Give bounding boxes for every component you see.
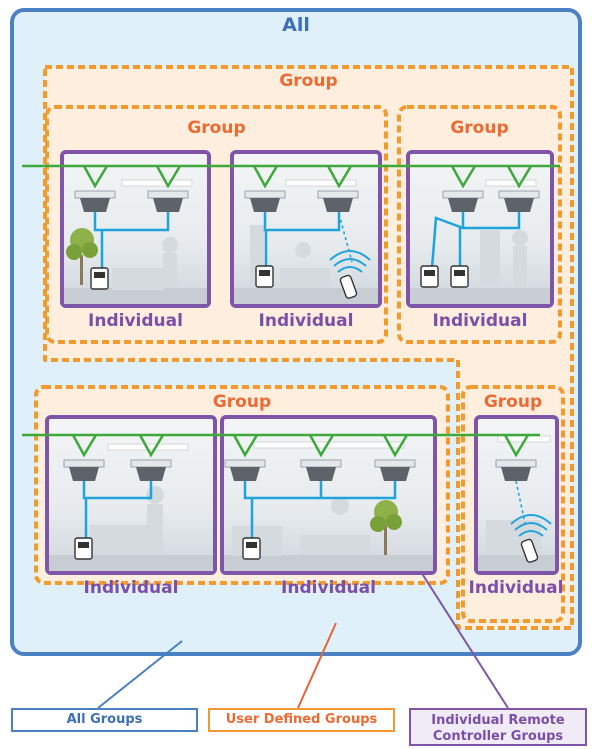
all-label: All [282, 14, 310, 36]
individual-label-6: Individual [468, 578, 564, 598]
individual-label-2: Individual [258, 311, 354, 331]
group-label-bottom-right: Group [483, 392, 543, 412]
pipe-line [82, 212, 521, 540]
leader-user-defined [297, 622, 337, 709]
individual-label-3: Individual [432, 311, 528, 331]
individual-label-1: Individual [88, 311, 183, 331]
group-label-top-outer: Group [279, 71, 338, 91]
legend-individual-remote-controller-groups: Individual Remote Controller Groups [409, 708, 587, 746]
group-label-top-right: Group [450, 118, 509, 138]
wireless-remote-icon [339, 274, 539, 563]
legend-user-defined-groups: User Defined Groups [208, 708, 395, 732]
individual-label-4: Individual [83, 578, 179, 598]
indoor-unit-icon [63, 190, 540, 481]
network-line [22, 164, 560, 458]
legend-all-groups: All Groups [11, 708, 198, 732]
group-label-bottom: Group [212, 392, 272, 412]
plant-icon [66, 228, 98, 285]
legend-individual-remote-line1: Individual Remote [431, 713, 565, 728]
leader-individual-remote [420, 571, 509, 709]
plant-icon [370, 500, 402, 555]
leader-all-groups [97, 640, 183, 709]
legend-individual-remote-line2: Controller Groups [432, 729, 564, 744]
group-label-top-left: Group [187, 118, 246, 138]
individual-label-5: Individual [281, 578, 376, 598]
